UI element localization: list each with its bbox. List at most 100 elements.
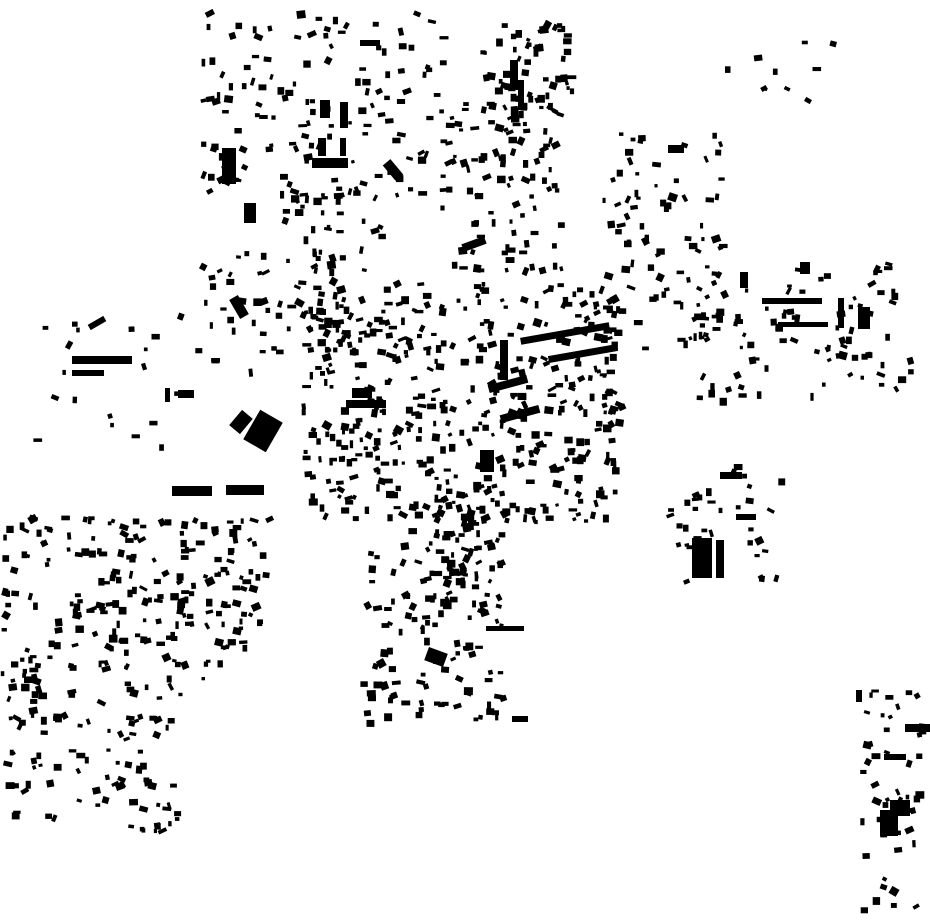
building: [551, 243, 557, 249]
building: [783, 85, 791, 92]
building: [152, 715, 163, 725]
building: [520, 400, 529, 410]
building: [53, 642, 61, 650]
building: [694, 247, 702, 254]
building: [0, 671, 5, 677]
building: [561, 25, 566, 33]
building: [626, 156, 634, 166]
building: [431, 397, 436, 401]
building: [417, 156, 427, 164]
building: [499, 160, 506, 168]
building: [445, 590, 453, 596]
building: [8, 716, 13, 721]
building: [332, 16, 338, 25]
building: [125, 715, 135, 721]
building: [363, 710, 372, 717]
building: [420, 626, 425, 634]
building: [255, 574, 261, 581]
building: [144, 684, 149, 691]
building: [31, 764, 37, 770]
building: [322, 328, 332, 338]
building: [340, 138, 346, 156]
building: [137, 535, 147, 544]
building: [211, 143, 219, 151]
building: [528, 95, 534, 103]
building: [898, 376, 907, 384]
building: [190, 582, 197, 590]
building: [589, 291, 595, 298]
building: [392, 354, 397, 362]
building: [418, 461, 427, 468]
building: [497, 671, 504, 675]
building: [399, 558, 407, 567]
building: [366, 719, 375, 727]
building: [389, 694, 394, 699]
building: [363, 123, 372, 128]
building: [337, 494, 342, 500]
building: [876, 816, 881, 823]
building: [873, 270, 878, 276]
building: [491, 483, 498, 489]
building: [387, 514, 393, 522]
building: [180, 520, 189, 530]
building: [461, 236, 487, 252]
building: [77, 599, 83, 604]
building: [696, 494, 703, 501]
building: [502, 469, 507, 478]
building: [694, 551, 703, 556]
building: [598, 486, 604, 492]
building: [476, 343, 484, 349]
building: [862, 852, 870, 860]
building: [486, 708, 495, 715]
building: [572, 291, 577, 298]
building: [440, 406, 448, 414]
building: [312, 158, 348, 168]
building: [475, 559, 483, 566]
building: [310, 426, 317, 433]
building: [246, 537, 253, 543]
building: [602, 394, 608, 400]
building: [467, 615, 472, 620]
building: [719, 397, 727, 406]
building: [36, 752, 42, 760]
building: [558, 410, 562, 416]
building: [440, 174, 446, 178]
building: [361, 268, 367, 273]
building: [818, 276, 824, 282]
building: [254, 113, 260, 118]
building: [829, 40, 838, 48]
building: [327, 133, 332, 140]
building: [337, 30, 346, 34]
building: [386, 377, 393, 385]
building: [167, 718, 175, 724]
building: [255, 101, 263, 108]
building: [612, 467, 620, 475]
building: [376, 468, 381, 475]
building: [557, 222, 565, 228]
building: [324, 379, 328, 386]
building: [384, 607, 392, 611]
building: [157, 593, 164, 600]
building: [500, 464, 506, 472]
building: [46, 779, 55, 788]
building: [698, 331, 703, 340]
building: [864, 740, 874, 749]
building: [329, 488, 337, 493]
building: [505, 257, 515, 263]
building: [479, 286, 485, 292]
building: [868, 310, 874, 317]
building: [249, 77, 256, 86]
building: [124, 649, 129, 656]
building: [125, 538, 134, 543]
building: [118, 606, 127, 615]
building: [547, 385, 557, 393]
building: [352, 423, 360, 429]
building: [239, 640, 248, 645]
building: [303, 236, 309, 245]
building: [525, 37, 531, 43]
building: [523, 160, 529, 168]
building: [363, 601, 373, 611]
building: [441, 701, 449, 706]
